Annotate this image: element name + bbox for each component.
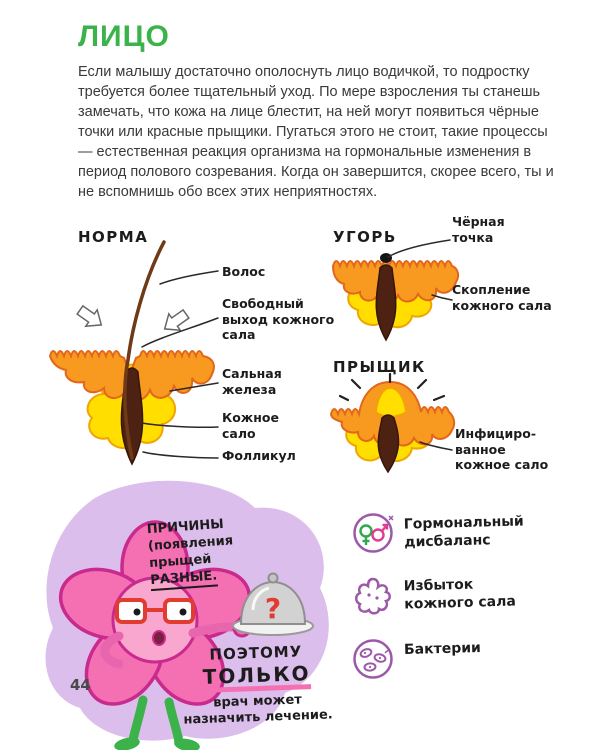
label-black-dot: Чёрная точка — [452, 214, 505, 245]
black-dot-shape — [380, 253, 392, 263]
infected-follicle-shape — [377, 414, 400, 474]
label-infected-sebum: Инфициро- ванное кожное сало — [455, 426, 549, 473]
label-follicle: Фолликул — [222, 448, 296, 463]
blackhead-illustration — [331, 253, 460, 342]
hair-shape — [123, 240, 166, 460]
speech-doctor-emphasis: ТОЛЬКО — [202, 661, 312, 693]
page-number: 44 — [70, 676, 91, 694]
gender-symbols-icon — [353, 513, 394, 553]
cloche-icon: ? — [232, 572, 314, 636]
label-sebaceous-gland: Сальная железа — [222, 366, 282, 397]
cause-hormonal-imbalance: Гормональный дисбаланс — [352, 512, 524, 554]
leaf-foot-left — [114, 737, 140, 750]
label-hair: Волос — [222, 264, 266, 279]
intro-paragraph: Если малышу достаточно ополоснуть лицо в… — [78, 64, 554, 200]
sebum-exit-arrow-left — [76, 304, 103, 328]
pimple-illustration — [329, 372, 456, 474]
label-sebum-exit: Свободный выход кожного сала — [222, 296, 335, 343]
label-sebum-accumulation: Скопление кожного сала — [452, 282, 552, 313]
flower-legs — [128, 695, 184, 747]
cause-excess-sebum: Избыток кожного сала — [352, 574, 516, 616]
page-title: ЛИЦО — [78, 20, 170, 53]
mouth-shape — [152, 630, 166, 646]
label-sebum: Кожное сало — [222, 410, 279, 441]
skin-layer-shape — [331, 260, 460, 304]
normal-follicle-illustration — [48, 240, 215, 466]
cause-label: Гормональный дисбаланс — [403, 513, 524, 551]
follicle-shape — [375, 264, 397, 342]
cause-bacteria: Бактерии — [352, 638, 481, 680]
blackhead-diagram-title: УГОРЬ — [333, 228, 397, 246]
speech-doctor: ПОЭТОМУ ТОЛЬКО врач может назначить лече… — [171, 641, 344, 729]
sebum-blob-icon — [355, 577, 391, 615]
speech-causes: ПРИЧИНЫ (появления прыщей РАЗНЫЕ. — [145, 497, 271, 592]
pimple-diagram-title: ПРЫЩИК — [333, 358, 426, 376]
flower-character-illustration: ? — [45, 480, 329, 750]
speech-causes-text: ПРИЧИНЫ (появления прыщей — [146, 516, 234, 571]
cause-label: Избыток кожного сала — [403, 576, 517, 612]
bacteria-icon — [353, 639, 393, 679]
emphasis-strokes — [338, 372, 446, 402]
glasses-icon — [115, 598, 195, 646]
question-mark: ? — [265, 592, 281, 625]
leaf-foot-right — [174, 738, 200, 750]
cause-label: Бактерии — [403, 639, 482, 659]
sebum-exit-arrow-right — [163, 308, 190, 332]
norm-diagram-title: НОРМА — [78, 228, 149, 246]
